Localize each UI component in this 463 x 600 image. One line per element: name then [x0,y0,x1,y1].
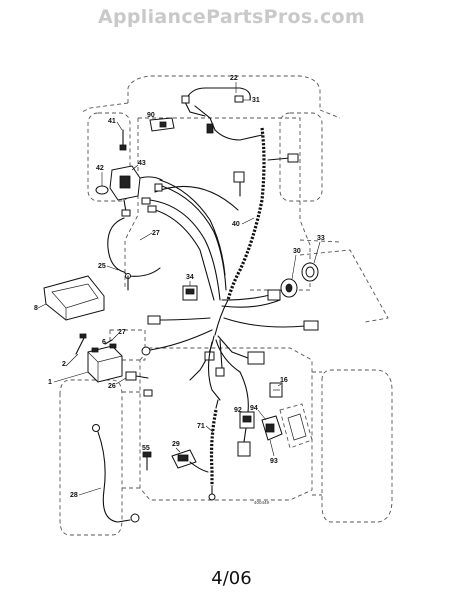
callout-8: 8 [34,305,38,312]
callout-26: 26 [108,383,116,390]
ignition-switch-43 [95,165,163,217]
diagram-code: 400449 [254,500,270,505]
callout-43: 43 [138,160,146,167]
callout-28: 28 [70,492,78,499]
callout-33: 33 [317,235,325,242]
callout-2: 2 [62,361,66,368]
clip-26 [125,371,153,397]
rear-loom-71 [208,399,219,501]
ground-cable-28 [92,424,140,523]
switch-group-92-94-93 [237,371,313,457]
callout-29: 29 [172,441,180,448]
callout-1: 1 [48,379,52,386]
bracket-16 [269,382,283,398]
module-34 [182,285,198,301]
callout-6: 6 [102,339,106,346]
screw-41 [119,129,127,151]
cable-27-25 [107,217,161,291]
callout-16: 16 [280,377,288,384]
callout-41: 41 [108,118,116,125]
callout-22: 22 [230,75,238,82]
main-loom-40 [214,127,299,336]
callout-92: 92 [234,407,242,414]
battery-1 [87,343,123,383]
battery-cable-27-6 [75,333,113,355]
sensor-29 [171,449,209,473]
switch-30 [280,278,298,298]
callout-40: 40 [232,221,240,228]
switch-33 [301,262,319,282]
page-label: 4/06 [211,568,252,589]
callout-94: 94 [250,405,258,412]
bracket-90 [149,117,175,132]
callout-55: 55 [142,445,150,452]
callout-93: 93 [270,458,278,465]
callout-42: 42 [96,165,104,172]
battery-box-8 [43,275,105,321]
callout-27-lower: 27 [118,329,126,336]
top-harness-22-31 [181,87,263,141]
callout-71: 71 [197,423,205,430]
callout-31: 31 [252,97,260,104]
callout-30: 30 [293,248,301,255]
watermark-text: AppliancePartsPros.com [97,6,365,28]
callout-27-upper: 27 [152,230,160,237]
bolt-55 [142,451,152,471]
callout-34: 34 [186,274,194,281]
callout-25: 25 [98,263,106,270]
tractor-outline [59,75,393,536]
callout-90: 90 [147,112,155,119]
callout-labels: 22 31 90 41 42 43 40 27 30 33 34 25 8 27… [34,75,325,505]
main-harness-bundle [141,179,319,401]
